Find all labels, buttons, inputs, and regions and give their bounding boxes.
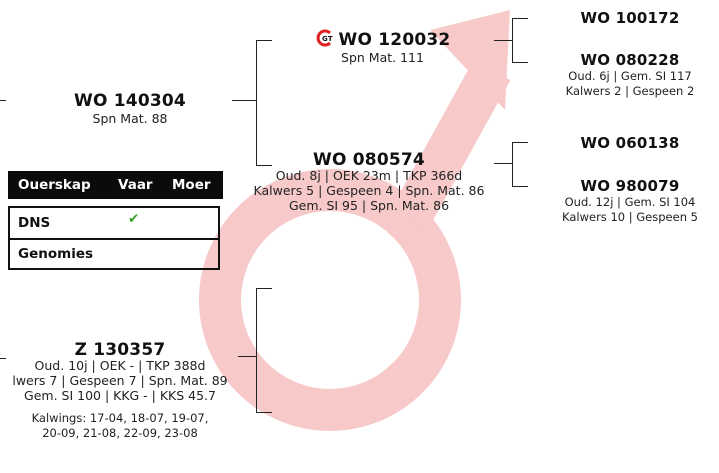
bracket-line — [512, 18, 528, 19]
animal-stats: Kalwers 5 | Gespeen 4 | Spn. Mat. 86 — [244, 183, 494, 198]
bracket-line — [512, 186, 528, 187]
row-label: Genomies — [18, 246, 93, 262]
column-header: Vaar — [118, 177, 153, 193]
animal-id: WO 100172 — [540, 9, 719, 27]
pedigree-node-sire-left[interactable]: WO 140304 Spn Mat. 88 — [30, 91, 230, 127]
table-row-dns: DNS ✔ — [10, 208, 218, 238]
animal-stats: Spn Mat. 88 — [30, 111, 230, 127]
column-header: Ouerskap — [18, 177, 91, 193]
pedigree-node-gp3[interactable]: WO 060138 — [540, 134, 719, 152]
pedigree-node-subject[interactable]: WO 080574 Oud. 8j | OEK 23m | TKP 366d K… — [244, 152, 494, 213]
animal-stats: Oud. 12j | Gem. SI 104 — [540, 195, 719, 210]
table-row-genomies: Genomies — [10, 239, 218, 269]
bracket-line — [256, 40, 272, 41]
bracket-line — [494, 163, 512, 164]
animal-id: WO 980079 — [540, 177, 719, 195]
animal-id: WO 060138 — [540, 134, 719, 152]
animal-id: WO 080228 — [540, 51, 719, 69]
animal-stats: Oud. 8j | OEK 23m | TKP 366d — [244, 168, 494, 183]
pedigree-node-gp1[interactable]: WO 100172 — [540, 9, 719, 27]
bracket-line — [256, 412, 272, 413]
bracket-line — [512, 62, 528, 63]
animal-id: WO 120032 — [339, 30, 451, 50]
animal-stats: Oud. 10j | OEK - | TKP 388d — [0, 358, 240, 373]
pedigree-node-dam[interactable]: Z 130357 Oud. 10j | OEK - | TKP 388d lwe… — [0, 342, 240, 441]
bracket-line — [512, 142, 528, 143]
pedigree-node-gp2[interactable]: WO 080228 Oud. 6j | Gem. SI 117 Kalwers … — [540, 51, 719, 99]
animal-stats: Gem. SI 95 | Spn. Mat. 86 — [244, 198, 494, 213]
calving-dates: Kalwings: 17-04, 18-07, 19-07, — [0, 411, 240, 426]
bracket-line — [238, 356, 256, 357]
gt-badge-icon: GT — [315, 29, 333, 47]
ownership-table: DNS ✔ Genomies — [8, 206, 220, 270]
column-header: Moer — [172, 177, 211, 193]
svg-text:GT: GT — [322, 35, 333, 43]
calving-dates: 20-09, 21-08, 22-09, 23-08 — [0, 426, 240, 441]
bracket-line — [232, 100, 256, 101]
pedigree-node-sire[interactable]: GT WO 120032 Spn Mat. 111 — [285, 29, 480, 66]
animal-stats: Kalwers 2 | Gespeen 2 — [540, 84, 719, 99]
animal-stats: Kalwers 10 | Gespeen 5 — [540, 210, 719, 225]
bracket-line — [0, 100, 6, 101]
bracket-line — [512, 18, 513, 62]
ownership-table-header: Ouerskap Vaar Moer — [8, 171, 223, 199]
animal-stats: Gem. SI 100 | KKG - | KKS 45.7 — [0, 388, 240, 403]
row-label: DNS — [18, 215, 50, 231]
bracket-line — [256, 40, 257, 165]
pedigree-node-gp4[interactable]: WO 980079 Oud. 12j | Gem. SI 104 Kalwers… — [540, 177, 719, 225]
animal-stats: lwers 7 | Gespeen 7 | Spn. Mat. 89 — [0, 373, 240, 388]
animal-id: WO 080574 — [244, 152, 494, 168]
animal-id: Z 130357 — [0, 342, 240, 358]
bracket-line — [256, 288, 272, 289]
animal-id: WO 140304 — [30, 91, 230, 111]
animal-stats: Oud. 6j | Gem. SI 117 — [540, 69, 719, 84]
bracket-line — [512, 142, 513, 186]
bracket-line — [494, 40, 512, 41]
animal-stats: Spn Mat. 111 — [285, 50, 480, 66]
bracket-line — [256, 288, 257, 412]
check-icon: ✔ — [128, 211, 139, 227]
